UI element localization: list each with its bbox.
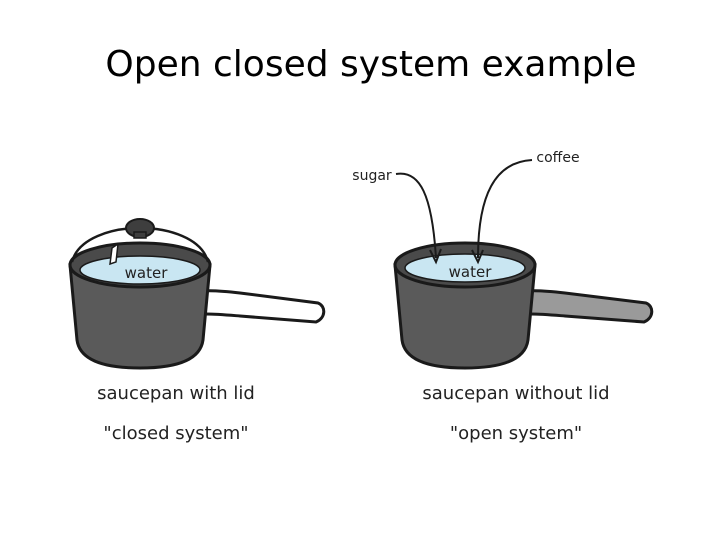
closed-pan-body — [68, 263, 212, 370]
coffee-label: coffee — [536, 150, 579, 166]
closed-caption-line1: saucepan with lid — [97, 383, 255, 404]
open-caption-line2: "open system" — [450, 423, 582, 444]
coffee-arrow — [477, 159, 533, 259]
lid-glare — [109, 242, 119, 266]
open-caption-line1: saucepan without lid — [422, 383, 609, 404]
sugar-arrow — [395, 172, 437, 259]
sugar-label: sugar — [352, 168, 392, 184]
sugar-arrow-head — [429, 248, 442, 265]
closed-saucepan: water — [68, 218, 326, 370]
closed-water-label: water — [125, 264, 169, 282]
open-pan-body — [393, 263, 537, 370]
coffee-arrow-head — [471, 249, 484, 265]
open-water-label: water — [449, 263, 493, 281]
open-saucepan: water — [393, 241, 654, 370]
page-title: Open closed system example — [105, 44, 637, 85]
closed-caption-line2: "closed system" — [103, 423, 248, 444]
